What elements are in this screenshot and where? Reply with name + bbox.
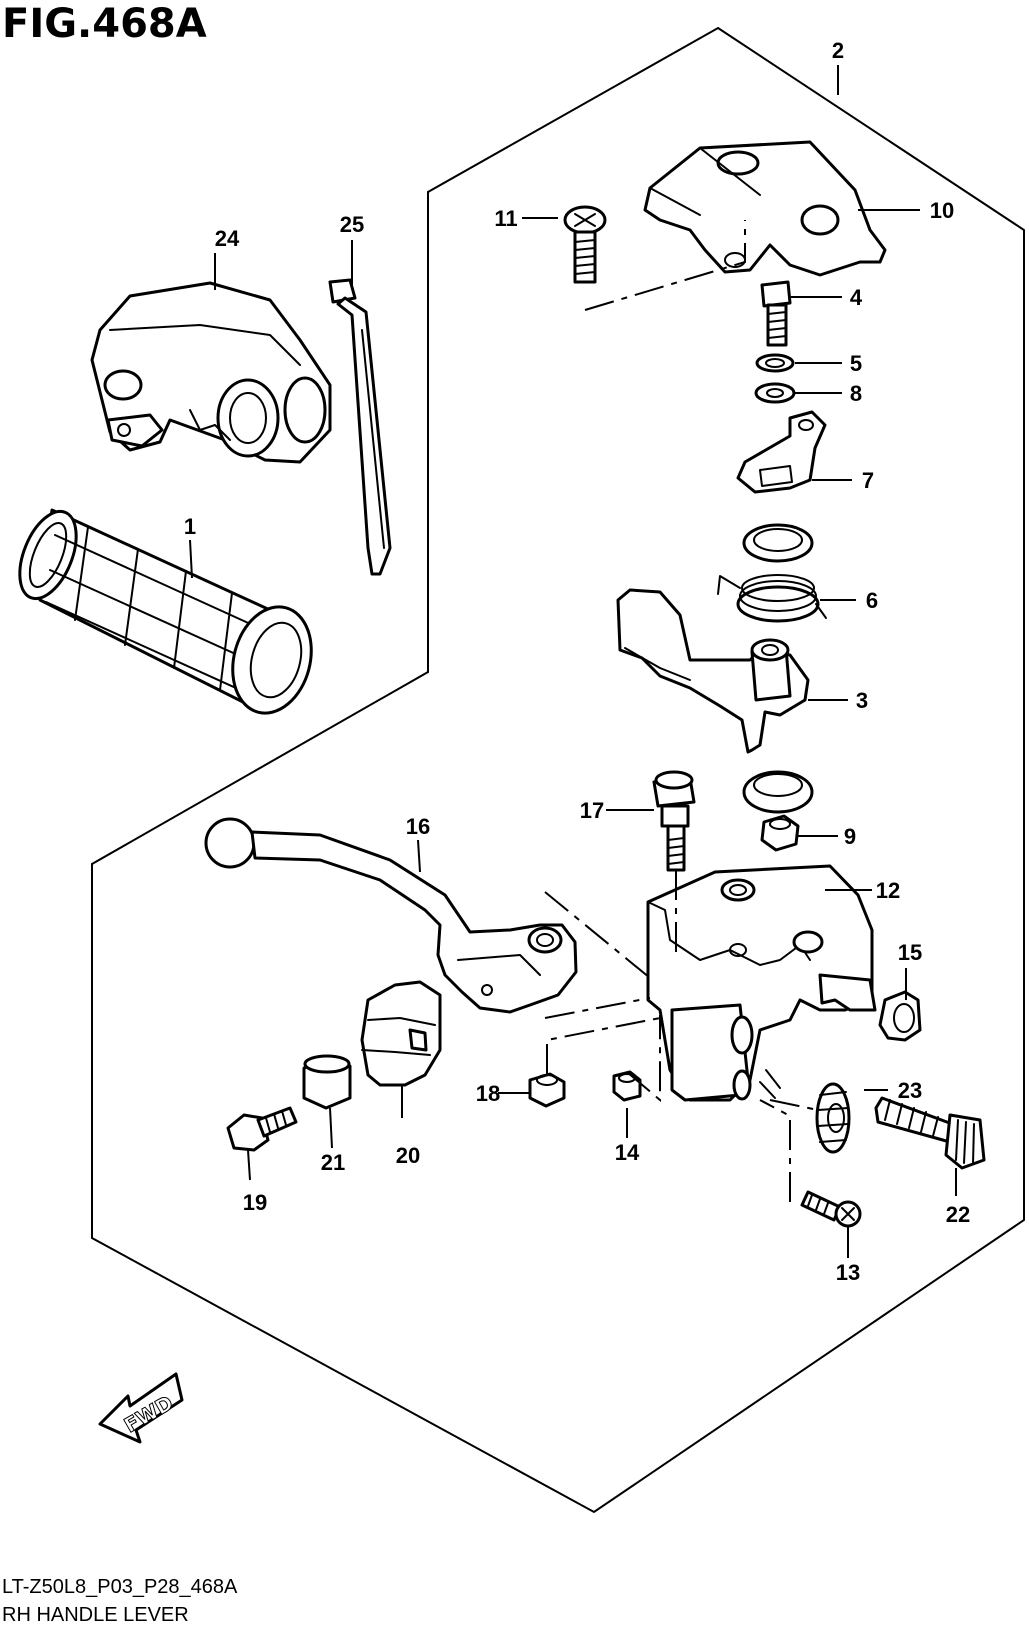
part-label-6: 6 <box>866 588 878 613</box>
part-label-1: 1 <box>184 514 196 539</box>
part-10-drawing <box>643 140 887 277</box>
part-3-drawing <box>616 588 810 754</box>
leader-lines <box>189 65 957 1258</box>
part-label-3: 3 <box>856 688 868 713</box>
assembly-line-13 <box>759 1099 791 1202</box>
part-24-drawing <box>90 281 332 464</box>
part-label-21: 21 <box>321 1150 345 1175</box>
part-label-4: 4 <box>850 285 863 310</box>
part-5-drawing <box>755 353 795 373</box>
part-label-11: 11 <box>494 206 517 231</box>
part-19-drawing <box>226 1106 298 1152</box>
part-label-20: 20 <box>396 1143 420 1168</box>
part-label-17: 17 <box>580 798 604 823</box>
assembly-line-14 <box>626 1015 661 1103</box>
part-label-5: 5 <box>850 351 862 376</box>
part-label-19: 19 <box>243 1190 267 1215</box>
part-label-16: 16 <box>406 814 430 839</box>
part-label-23: 23 <box>898 1078 922 1103</box>
part-20-drawing <box>360 980 442 1087</box>
part-22-drawing <box>874 1096 986 1170</box>
part-16-drawing <box>204 817 578 1014</box>
part-21-drawing <box>302 1054 352 1110</box>
part-11-drawing <box>563 205 607 284</box>
part-label-25: 25 <box>340 212 364 237</box>
part-label-12: 12 <box>876 878 900 903</box>
part-12-drawing <box>646 864 877 1102</box>
assembly-line-18 <box>546 1017 661 1074</box>
part-label-13: 13 <box>836 1260 860 1285</box>
part-label-22: 22 <box>946 1202 970 1227</box>
bushing-lower-drawing <box>742 770 814 814</box>
fwd-arrow: FWD <box>98 1372 184 1444</box>
part-14-drawing <box>612 1070 642 1102</box>
part-17-drawing <box>652 770 696 872</box>
part-6-drawing <box>717 574 827 623</box>
part-label-15: 15 <box>898 940 922 965</box>
part-23-drawing <box>815 1082 851 1154</box>
part-15-drawing <box>878 990 922 1042</box>
part-1-drawing <box>18 508 313 715</box>
bushing-upper-drawing <box>742 523 814 563</box>
part-18-drawing <box>528 1072 566 1108</box>
part-13-drawing <box>800 1190 862 1228</box>
part-label-9: 9 <box>844 824 856 849</box>
assembly-line-16-lower <box>544 997 651 1019</box>
assembly-frame <box>91 26 1025 1514</box>
assembly-line-11 <box>584 220 746 311</box>
part-label-24: 24 <box>215 226 240 251</box>
figure-name: RH HANDLE LEVER <box>2 1604 189 1626</box>
part-25-drawing <box>328 278 392 576</box>
figure-code: LT-Z50L8_P03_P28_468A <box>2 1576 238 1598</box>
part-7-drawing <box>736 410 827 494</box>
part-8-drawing <box>754 382 796 404</box>
part-4-drawing <box>760 280 792 347</box>
assembly-line-16 <box>544 891 651 979</box>
part-label-10: 10 <box>930 198 954 223</box>
part-label-18: 18 <box>476 1081 500 1106</box>
part-label-14: 14 <box>615 1140 640 1165</box>
part-label-8: 8 <box>850 381 862 406</box>
part-labels: 2 11 10 24 25 4 5 8 7 1 6 3 17 9 16 12 1… <box>184 38 970 1285</box>
assembly-line-22 <box>769 1099 819 1111</box>
figure-title: FIG.468A <box>2 1 207 47</box>
part-label-7: 7 <box>862 468 874 493</box>
part-9-drawing <box>760 814 800 852</box>
part-label-2: 2 <box>832 38 844 63</box>
